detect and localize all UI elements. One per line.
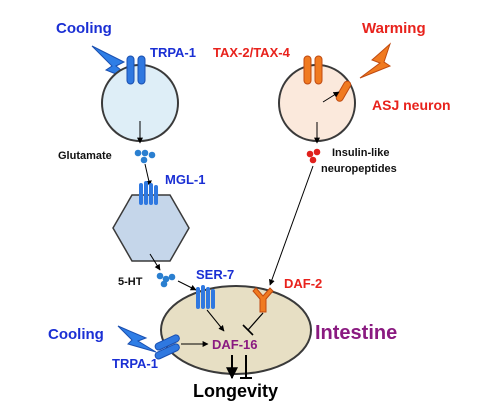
arrow-ser7-to-daf16 — [206, 309, 225, 332]
label-cooling-top: Cooling — [56, 20, 112, 37]
label-longevity: Longevity — [193, 381, 278, 401]
label-glutamate: Glutamate — [58, 150, 112, 162]
daf2-receptor-icon — [252, 287, 274, 313]
tax-channel-icon — [303, 55, 323, 85]
label-cooling-bottom: Cooling — [48, 326, 104, 343]
asj-side-channel-icon — [335, 80, 352, 102]
cooling-bolt-bottom-icon — [117, 325, 157, 353]
arrow-insulin-to-daf2 — [269, 165, 314, 286]
label-mgl1: MGL-1 — [165, 172, 205, 187]
label-ser7: SER-7 — [196, 267, 234, 282]
label-tax: TAX-2/TAX-4 — [213, 45, 291, 60]
label-insulin-line1: Insulin-like — [332, 147, 389, 159]
label-trpa1-top: TRPA-1 — [150, 45, 196, 60]
trpa1-channel-bottom-icon — [154, 334, 180, 360]
inhibition-daf16-to-longevity — [240, 355, 252, 379]
label-intestine: Intestine — [315, 322, 397, 344]
arrow-5ht-to-ser7 — [177, 280, 197, 291]
label-insulin-line2: neuropeptides — [321, 163, 397, 175]
trpa1-channel-top-icon — [126, 55, 146, 85]
intestine-cell — [160, 285, 312, 375]
glutamate-dots — [134, 149, 156, 164]
warming-bolt-icon — [359, 42, 392, 79]
label-daf2: DAF-2 — [284, 276, 322, 291]
label-warming: Warming — [362, 20, 426, 37]
inhibition-daf2-to-daf16 — [242, 312, 264, 336]
arrow-tax-to-asj — [322, 91, 340, 103]
interneuron-hexagon — [112, 194, 190, 262]
label-asj-neuron: ASJ neuron — [372, 97, 451, 113]
label-daf16: DAF-16 — [212, 337, 258, 352]
label-5ht: 5-HT — [118, 276, 143, 288]
mgl1-receptor-icon — [139, 181, 158, 205]
label-trpa1-bottom: TRPA-1 — [112, 356, 158, 371]
arrow-glutamate-to-mgl1 — [144, 163, 152, 187]
serotonin-dots — [156, 272, 176, 288]
ser7-receptor-icon — [196, 285, 215, 309]
insulin-peptide-dots — [306, 148, 321, 164]
arrow-hexagon-to-5ht — [149, 253, 161, 271]
